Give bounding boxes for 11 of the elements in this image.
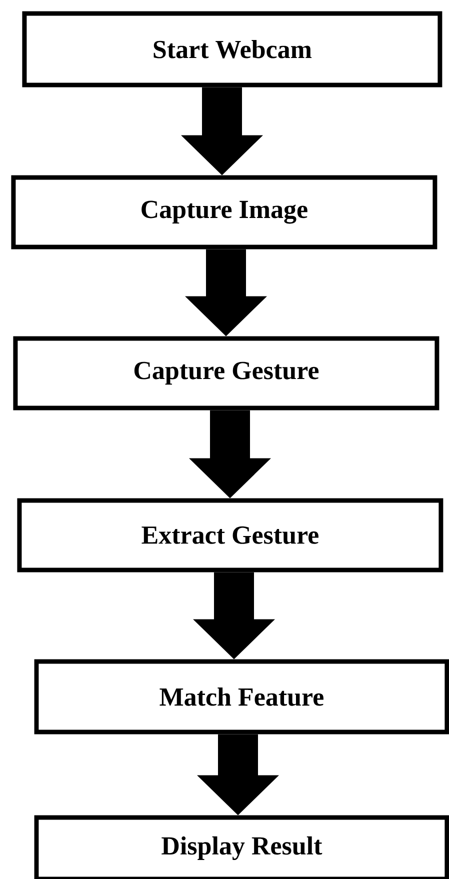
process-box: Capture Image	[11, 175, 438, 250]
block-arrow	[189, 410, 271, 498]
process-box: Extract Gesture	[17, 498, 444, 572]
process-box: Capture Gesture	[13, 336, 440, 410]
block-arrow	[193, 572, 275, 660]
process-box: Display Result	[34, 815, 449, 879]
block-arrow	[185, 249, 267, 336]
block-arrow	[181, 87, 263, 176]
process-box: Start Webcam	[22, 11, 442, 88]
process-box: Match Feature	[34, 659, 449, 734]
block-arrow	[197, 734, 279, 816]
